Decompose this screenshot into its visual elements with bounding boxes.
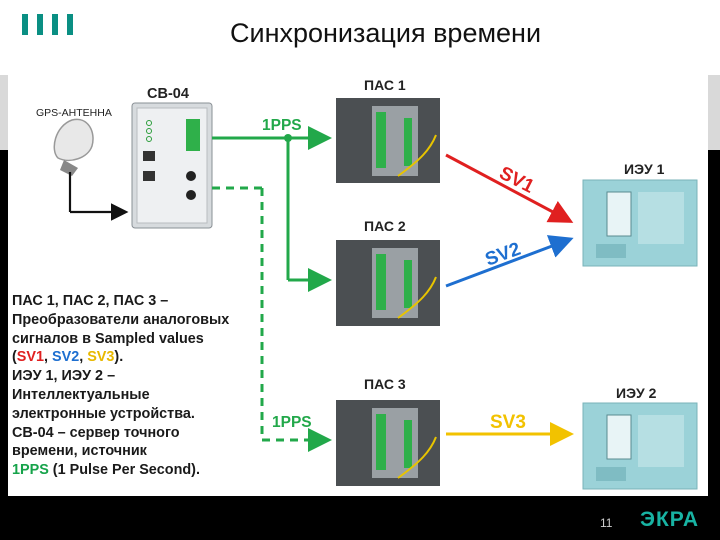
ieu1-label: ИЭУ 1 — [624, 161, 665, 177]
pas3-device — [336, 400, 440, 486]
slide-title: Синхронизация времени — [230, 18, 542, 48]
legend-line: СВ-04 – сервер точного — [12, 424, 180, 441]
legend-line: (SV1, SV2, SV3). — [12, 348, 262, 367]
legend-sv3: SV3 — [87, 349, 115, 366]
legend-pps: 1PPS — [12, 462, 49, 479]
gps-label: GPS-АНТЕННА — [36, 107, 112, 119]
server-label: СВ-04 — [147, 86, 189, 102]
sv2-arrow — [445, 235, 574, 288]
legend-line: Преобразователи аналоговых — [12, 311, 230, 328]
page-number: 11 — [600, 516, 613, 530]
legend-line: ИЭУ 1, ИЭУ 2 – — [12, 368, 116, 385]
legend-line: ПАС 1, ПАС 2, ПАС 3 – — [12, 293, 169, 309]
pas2-device — [336, 240, 440, 326]
legend-line: времени, источник — [12, 443, 147, 460]
legend-line: 1PPS (1 Pulse Per Second). — [12, 461, 262, 480]
pas1-label: ПАС 1 — [364, 77, 406, 93]
legend-text: ( — [12, 349, 17, 366]
server-device — [131, 102, 213, 229]
ieu1-device — [582, 179, 698, 267]
legend-text: , — [44, 349, 52, 366]
sv1-arrow — [445, 153, 574, 223]
legend-line: Интеллектуальные — [12, 386, 150, 403]
legend-line: электронные устройства. — [12, 405, 195, 422]
pas2-label: ПАС 2 — [364, 218, 406, 234]
pps-solid-link — [212, 126, 332, 292]
legend-text: , — [79, 349, 88, 366]
sv3-label: SV3 — [490, 412, 526, 433]
legend-sv1: SV1 — [16, 349, 44, 366]
pps-top-label: 1PPS — [262, 117, 302, 134]
pas1-device — [336, 98, 440, 183]
legend-text: ). — [114, 349, 124, 366]
legend-sv2: SV2 — [52, 349, 80, 366]
brand-logo: ЭКРА — [640, 508, 700, 531]
pps-dashed-link — [212, 186, 332, 452]
slide-header: Синхронизация времени — [0, 0, 720, 75]
pas3-label: ПАС 3 — [364, 376, 406, 392]
legend-text: (1 Pulse Per Second). — [48, 462, 200, 479]
legend-line: сигналов в Sampled values — [12, 330, 204, 347]
ieu2-label: ИЭУ 2 — [616, 385, 657, 401]
legend-text: ПАС 1, ПАС 2, ПАС 3 – Преобразователи ан… — [12, 292, 262, 480]
pps-bottom-label: 1PPS — [272, 414, 312, 431]
gps-antenna-icon — [53, 118, 129, 221]
ieu2-device — [582, 402, 698, 490]
